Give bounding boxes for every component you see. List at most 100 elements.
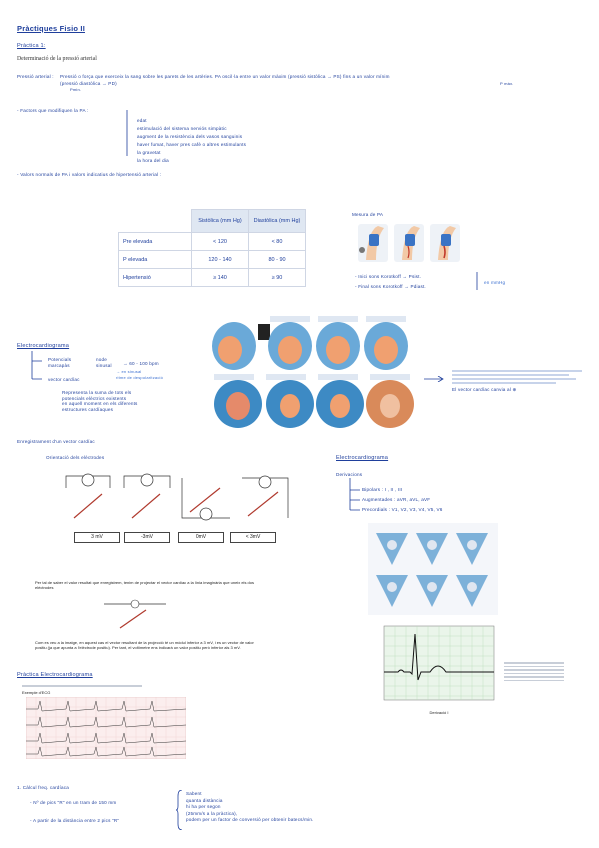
vector-desc-line: estructures cardíaques xyxy=(62,406,114,412)
ecg-grid xyxy=(384,626,494,700)
bpm-label: → 60 - 100 bpm xyxy=(123,361,159,366)
arm-cuff-2 xyxy=(394,224,424,262)
bipolars-label: Bipolars : I , II , III xyxy=(362,487,403,492)
derivacions-label: Derivacions xyxy=(336,472,363,477)
ecg-waveform-figure: Derivació I xyxy=(383,625,495,715)
table-cell: 120 - 140 xyxy=(191,250,249,269)
derivacions-tree xyxy=(349,478,360,511)
ecg-strip-lead-3 xyxy=(26,732,186,744)
pressio-label: Pressió arterial : xyxy=(17,74,54,79)
ecg-example-caption: Exemple d'ECG xyxy=(22,690,51,695)
table-cell: ≥ 90 xyxy=(248,268,306,287)
arm-cuff-1 xyxy=(358,224,388,262)
factors-arrow xyxy=(126,110,128,156)
einthoven-triangle-figure xyxy=(368,523,498,615)
factor-item: estimulació del sistema nerviós simpàtic xyxy=(137,126,227,131)
projection-text-1: Per tal de saber el valor resultat que e… xyxy=(35,580,255,590)
table-cell: ≥ 140 xyxy=(191,268,249,287)
mesura-label: Mesura de PA xyxy=(352,212,384,217)
column-header: Sistòlica (mm Hg) xyxy=(191,209,249,233)
row-header: Hipertensió xyxy=(118,268,192,287)
einthoven-panel-5 xyxy=(416,575,448,607)
table-cell: < 120 xyxy=(191,232,249,251)
electrode-diagrams xyxy=(65,473,289,521)
electrode-diagram-4 xyxy=(242,475,289,518)
pressio-def-line2: (pressió diastòlica → PD) xyxy=(60,81,117,86)
blood-pressure-table: Sistòlica (mm Hg) Diastòlica (mm Hg) Pre… xyxy=(118,209,306,287)
arm-cuff-3 xyxy=(430,224,460,262)
inici-sons: - Inici sons Korotkoff → Psist. xyxy=(355,274,422,279)
units-note: en mmHg xyxy=(484,280,506,285)
practica1-heading: Pràctica 1: xyxy=(17,43,46,49)
factor-item: la gravetat xyxy=(137,150,161,155)
vector-desc-line: en aquell moment en els diferents xyxy=(62,401,138,406)
vector-notes-block xyxy=(452,368,582,386)
ecg-x-axis-label: Derivació I xyxy=(430,710,449,715)
heart-depolarization-figure xyxy=(210,314,415,432)
vector-description: Representa la suma de tots els potencial… xyxy=(62,390,138,412)
practica-ecg-heading: Pràctica Electrocardiograma xyxy=(17,672,93,678)
brace-line-text: (25mm/s a la pràctica), xyxy=(186,810,238,816)
brace-line-text: Sabent xyxy=(186,791,202,796)
final-sons: - Final sons Korotkoff → Pdiast. xyxy=(355,284,426,289)
ecg-trace xyxy=(384,633,494,681)
einthoven-panel-6 xyxy=(456,575,488,607)
electrode-diagram-1 xyxy=(65,473,111,519)
column-header: Diastòlica (mm Hg) xyxy=(248,209,306,233)
arm-cuff-illustrations xyxy=(358,224,460,262)
practica1-subtitle: Determinació de la pressió arterial xyxy=(17,56,97,62)
brace-line-text: quanta distància xyxy=(186,797,223,803)
voltage-box: 3 mV xyxy=(74,532,120,543)
vector-desc-line: potencials elèctrics existents xyxy=(62,395,127,401)
ecg-strip-lead-1 xyxy=(26,700,186,712)
heart-row-top xyxy=(212,316,408,370)
ecg-heading: Electrocardiograma xyxy=(17,343,70,349)
arrow-right-icon xyxy=(424,376,444,382)
calcul-heading: 1. Càlcul freq. cardíaca xyxy=(17,785,70,790)
calcul-line-2: - A partir de la distància entre 2 pics … xyxy=(30,818,120,823)
ecg-tree-lines xyxy=(31,351,42,380)
table-corner xyxy=(118,209,192,233)
voltage-box: 0mV xyxy=(178,532,224,543)
ecg-legend-block xyxy=(504,660,564,683)
ecg-example-description xyxy=(22,684,162,690)
table-cell: < 80 xyxy=(248,232,306,251)
node-label: node sinusal xyxy=(96,357,112,368)
augmentades-label: Augmentades : aVR, aVL, aVF xyxy=(362,497,431,502)
einthoven-panel-2 xyxy=(416,533,448,565)
pmin-label: Pmin. xyxy=(70,87,82,92)
factor-item: edat xyxy=(137,118,147,123)
vector-conclusion: El vector cardíac canvia al ⊕ xyxy=(452,387,517,392)
einthoven-panel-4 xyxy=(376,575,408,607)
factors-label: - Factors que modifiquen la PA : xyxy=(17,108,89,113)
page-title: Pràctiques Fisio II xyxy=(17,24,85,33)
pmax-label: P màx. xyxy=(500,81,514,86)
projection-text-2: Com es veu a la imatge, en aquest cas el… xyxy=(35,640,254,650)
factor-item: la hora del dia xyxy=(137,158,169,163)
brace-line xyxy=(476,272,478,290)
row-header: Pre elevada xyxy=(118,232,192,251)
table-cell: 80 - 90 xyxy=(248,250,306,269)
precordials-label: Precordials : V1, V2, V3, V4, V5, V6 xyxy=(362,507,443,512)
sinusal-note-1: → en sinusal xyxy=(116,369,142,374)
factor-item: haver fumat, haver pres cafè o altres es… xyxy=(137,142,247,147)
ecg-strip-lead-4 xyxy=(26,746,186,757)
einthoven-panel-3 xyxy=(456,533,488,565)
projection-diagram xyxy=(104,599,166,629)
brace-line-text: podem per un factor de conversió per obt… xyxy=(186,817,314,822)
factor-item: augment de la resistència dels vasos san… xyxy=(137,134,243,139)
einthoven-panel-1 xyxy=(376,533,408,565)
ecg-strip-lead-2 xyxy=(26,716,186,728)
calcul-brace xyxy=(176,790,183,830)
ecg-strip-figure xyxy=(26,697,186,759)
brace-line-text: hi ha per segon xyxy=(186,804,221,809)
row-header: P elevada xyxy=(118,250,192,269)
sinusal-note-2: ritme de despolarització xyxy=(116,375,164,380)
pressio-def-line1: Pressió o força que exerceix la sang sob… xyxy=(60,74,390,79)
enregistrament-heading: Enregistrament d'un vector cardíac xyxy=(17,439,95,444)
electrode-diagram-3 xyxy=(181,478,230,521)
vector-label: vector cardíac xyxy=(48,377,80,382)
orientacio-label: Orientació dels elèctrodes xyxy=(46,455,105,460)
voltage-box: < 3mV xyxy=(230,532,276,543)
ecg2-heading: Electrocardiograma xyxy=(336,455,389,461)
